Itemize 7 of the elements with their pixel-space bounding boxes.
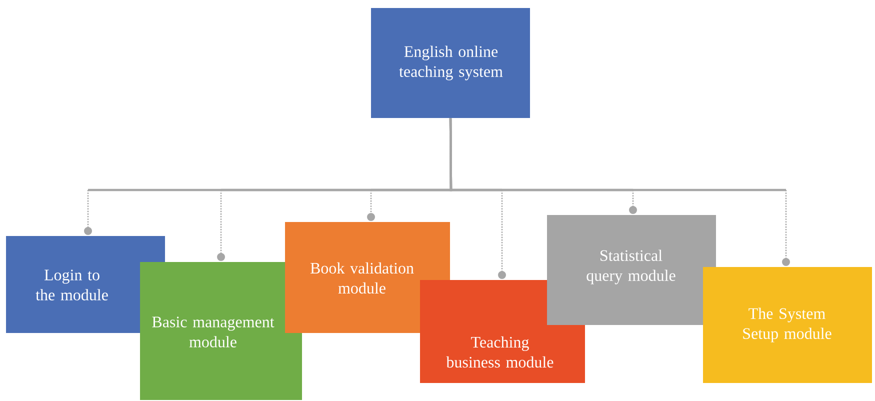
module-box: Basic management module xyxy=(140,262,302,400)
module-box: Teaching business module xyxy=(420,280,585,383)
module-box: English online teaching system xyxy=(371,8,530,118)
module-box: Statistical query module xyxy=(547,215,716,325)
module-box: The System Setup module xyxy=(703,267,872,383)
module-box: Book validation module xyxy=(285,222,450,333)
connector xyxy=(449,118,790,266)
